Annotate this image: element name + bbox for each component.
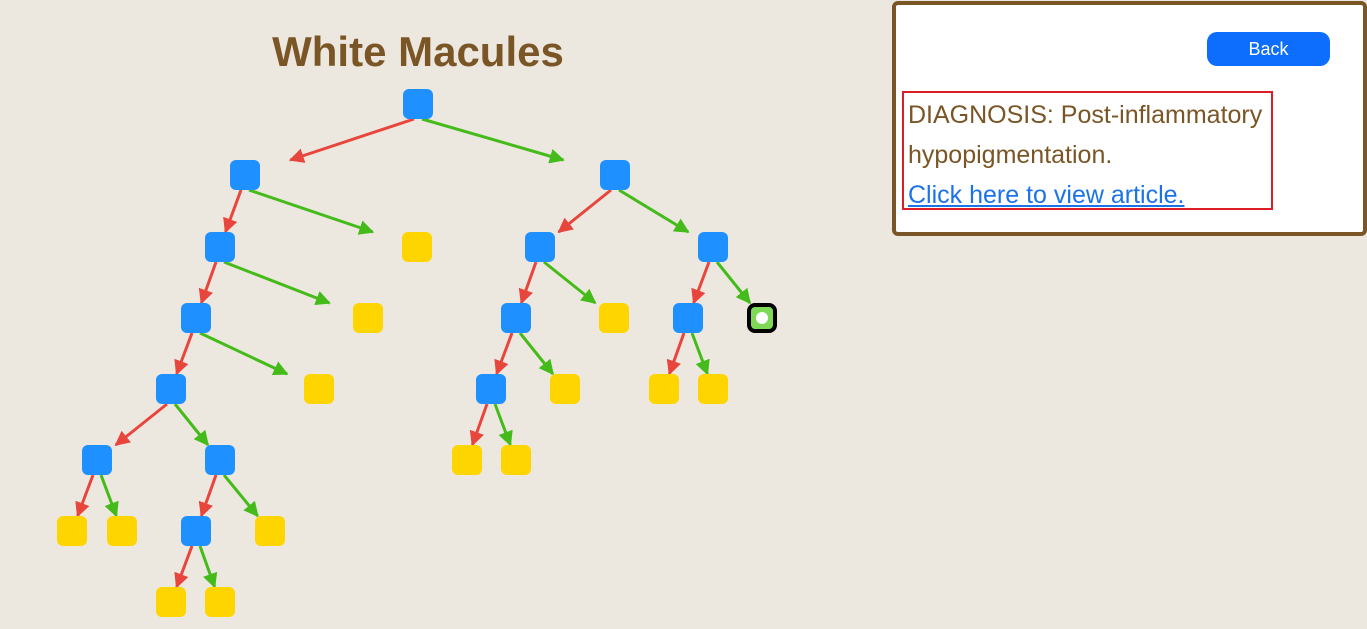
view-article-link[interactable]: Click here to view article.: [908, 181, 1185, 209]
tree-edges: [75, 117, 752, 589]
decision-tree: [57, 89, 777, 617]
diagnosis-text: DIAGNOSIS: Post-inflammatory hypopigment…: [908, 101, 1263, 169]
tree-nodes: [57, 89, 777, 617]
yes-edge-n6-n12: [715, 261, 752, 305]
no-edge-n3-n8: [198, 261, 218, 305]
no-edge-n19-n23: [75, 474, 95, 518]
decision-node-n9[interactable]: [501, 303, 531, 333]
leaf-node-n7[interactable]: [353, 303, 383, 333]
decision-node-n2[interactable]: [600, 160, 630, 190]
no-edge-n13-n19: [114, 402, 168, 447]
no-edge-n5-n9: [518, 261, 538, 305]
decision-node-n1[interactable]: [230, 160, 260, 190]
leaf-node-n16[interactable]: [550, 374, 580, 404]
decision-node-n20[interactable]: [205, 445, 235, 475]
diagnosis-box: DIAGNOSIS: Post-inflammatory hypopigment…: [902, 91, 1273, 210]
yes-edge-n11-n18: [690, 332, 710, 376]
no-edge-n25-n27: [174, 545, 194, 589]
selected-marker-icon: [756, 312, 768, 324]
decision-node-n19[interactable]: [82, 445, 112, 475]
diagnosis-panel: Back DIAGNOSIS: Post-inflammatory hypopi…: [892, 1, 1367, 236]
no-edge-n0-n1: [288, 117, 415, 163]
leaf-node-n22[interactable]: [501, 445, 531, 475]
leaf-node-n28[interactable]: [205, 587, 235, 617]
yes-edge-n5-n10: [543, 260, 597, 305]
leaf-node-n14[interactable]: [304, 374, 334, 404]
no-edge-n1-n3: [223, 189, 243, 234]
yes-edge-n15-n22: [493, 403, 513, 447]
leaf-node-n17[interactable]: [649, 374, 679, 404]
yes-edge-n19-n24: [99, 474, 119, 518]
decision-node-n3[interactable]: [205, 232, 235, 262]
leaf-node-n23[interactable]: [57, 516, 87, 546]
no-edge-n15-n21: [469, 403, 489, 447]
decision-node-n25[interactable]: [181, 516, 211, 546]
leaf-node-n26[interactable]: [255, 516, 285, 546]
decision-node-n6[interactable]: [698, 232, 728, 262]
yes-edge-n20-n26: [222, 474, 259, 518]
leaf-node-n10[interactable]: [599, 303, 629, 333]
leaf-node-n18[interactable]: [698, 374, 728, 404]
no-edge-n9-n15: [494, 332, 514, 376]
leaf-node-n21[interactable]: [452, 445, 482, 475]
no-edge-n20-n25: [198, 474, 218, 518]
yes-edge-n2-n6: [618, 188, 690, 234]
leaf-node-n27[interactable]: [156, 587, 186, 617]
decision-node-n8[interactable]: [181, 303, 211, 333]
decision-node-n13[interactable]: [156, 374, 186, 404]
decision-node-n5[interactable]: [525, 232, 555, 262]
leaf-node-n4[interactable]: [402, 232, 432, 262]
leaf-node-n24[interactable]: [107, 516, 137, 546]
yes-edge-n25-n28: [198, 545, 218, 589]
no-edge-n2-n5: [557, 188, 612, 234]
yes-edge-n0-n2: [421, 117, 565, 164]
page-title: White Macules: [272, 28, 564, 75]
decision-node-n15[interactable]: [476, 374, 506, 404]
yes-edge-n1-n4: [248, 188, 375, 235]
no-edge-n6-n11: [691, 261, 711, 305]
yes-edge-n9-n16: [518, 332, 555, 376]
yes-edge-n13-n20: [173, 403, 210, 447]
yes-edge-n8-n14: [199, 331, 289, 376]
back-button[interactable]: Back: [1207, 32, 1330, 66]
no-edge-n11-n17: [666, 332, 686, 376]
yes-edge-n3-n7: [223, 260, 331, 306]
decision-node-n11[interactable]: [673, 303, 703, 333]
decision-node-n0[interactable]: [403, 89, 433, 119]
no-edge-n8-n13: [174, 332, 194, 376]
